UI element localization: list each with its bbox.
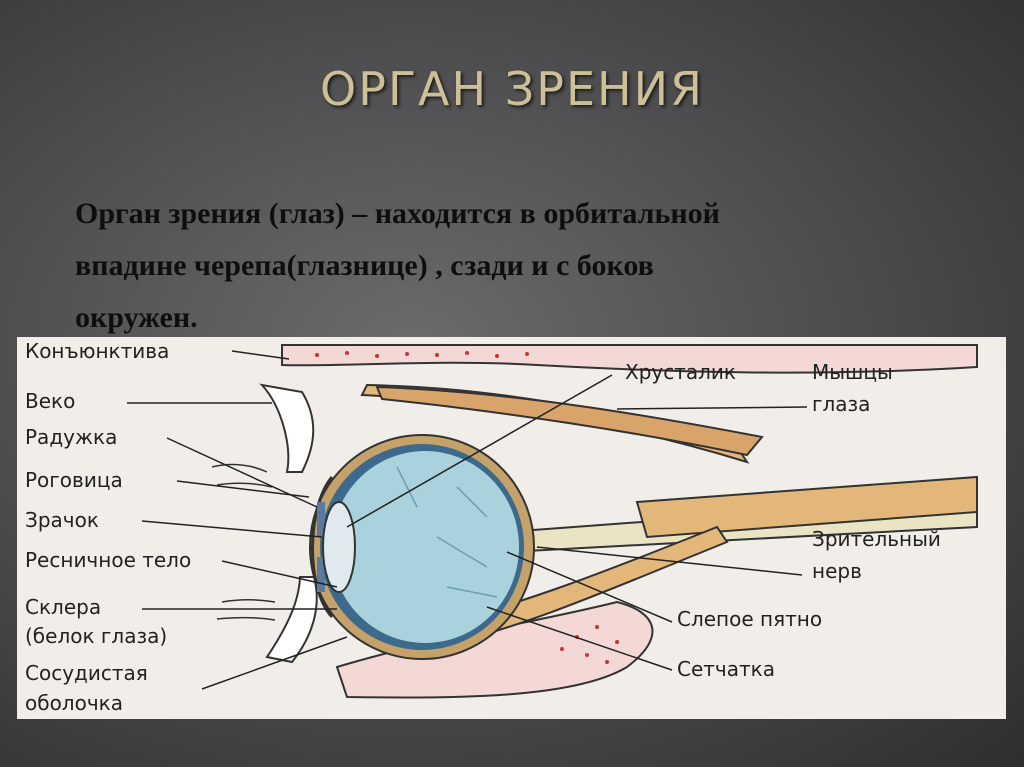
label-iris: Радужка xyxy=(25,425,117,449)
label-pupil: Зрачок xyxy=(25,508,99,532)
label-optic-nerve-line2: нерв xyxy=(812,559,862,583)
label-retina: Сетчатка xyxy=(677,657,775,681)
body-line-2: впадине черепа(глазнице) , сзади и с бок… xyxy=(75,249,654,282)
levator-muscle xyxy=(375,385,764,457)
label-choroid-line1: Сосудистая xyxy=(25,661,148,685)
retina-vessels xyxy=(396,466,498,598)
label-ciliary-body: Ресничное тело xyxy=(25,548,191,572)
label-choroid-line2: оболочка xyxy=(25,691,123,715)
label-sclera: Склера xyxy=(25,595,101,619)
eye-muscle-right xyxy=(635,475,978,539)
upper-eyelid xyxy=(259,383,315,473)
label-optic-nerve-line1: Зрительный xyxy=(812,527,941,551)
eye-anatomy-diagram: Конъюнктива Веко Радужка Роговица Зрачок… xyxy=(17,337,1006,719)
bone-dots xyxy=(315,351,619,664)
body-line-1: Орган зрения (глаз) – находится в орбита… xyxy=(75,197,720,230)
label-muscles-line1: Мышцы xyxy=(812,360,893,384)
label-eyelid: Веко xyxy=(25,389,75,413)
iris-upper xyxy=(317,502,325,537)
upper-orbit-bone xyxy=(281,344,978,374)
lens xyxy=(322,501,356,593)
label-blind-spot: Слепое пятно xyxy=(677,607,822,631)
label-cornea: Роговица xyxy=(25,468,123,492)
body-line-3: окружен. xyxy=(75,301,198,334)
label-muscles-line2: глаза xyxy=(812,392,870,416)
cornea xyxy=(311,476,334,619)
slide-title: ОРГАН ЗРЕНИЯ xyxy=(320,62,704,116)
label-lens: Хрусталик xyxy=(625,360,736,384)
iris-lower xyxy=(317,557,325,592)
vitreous-body xyxy=(331,451,519,643)
eyelashes xyxy=(211,463,276,621)
eye-illustration: Конъюнктива Веко Радужка Роговица Зрачок… xyxy=(25,339,978,715)
label-sclera-note: (белок глаза) xyxy=(25,624,167,648)
slide-body-text: Орган зрения (глаз) – находится в орбита… xyxy=(75,188,975,344)
right-leader-lines xyxy=(346,374,808,671)
label-conjunctiva: Конъюнктива xyxy=(25,339,169,363)
left-leader-lines xyxy=(127,350,348,690)
